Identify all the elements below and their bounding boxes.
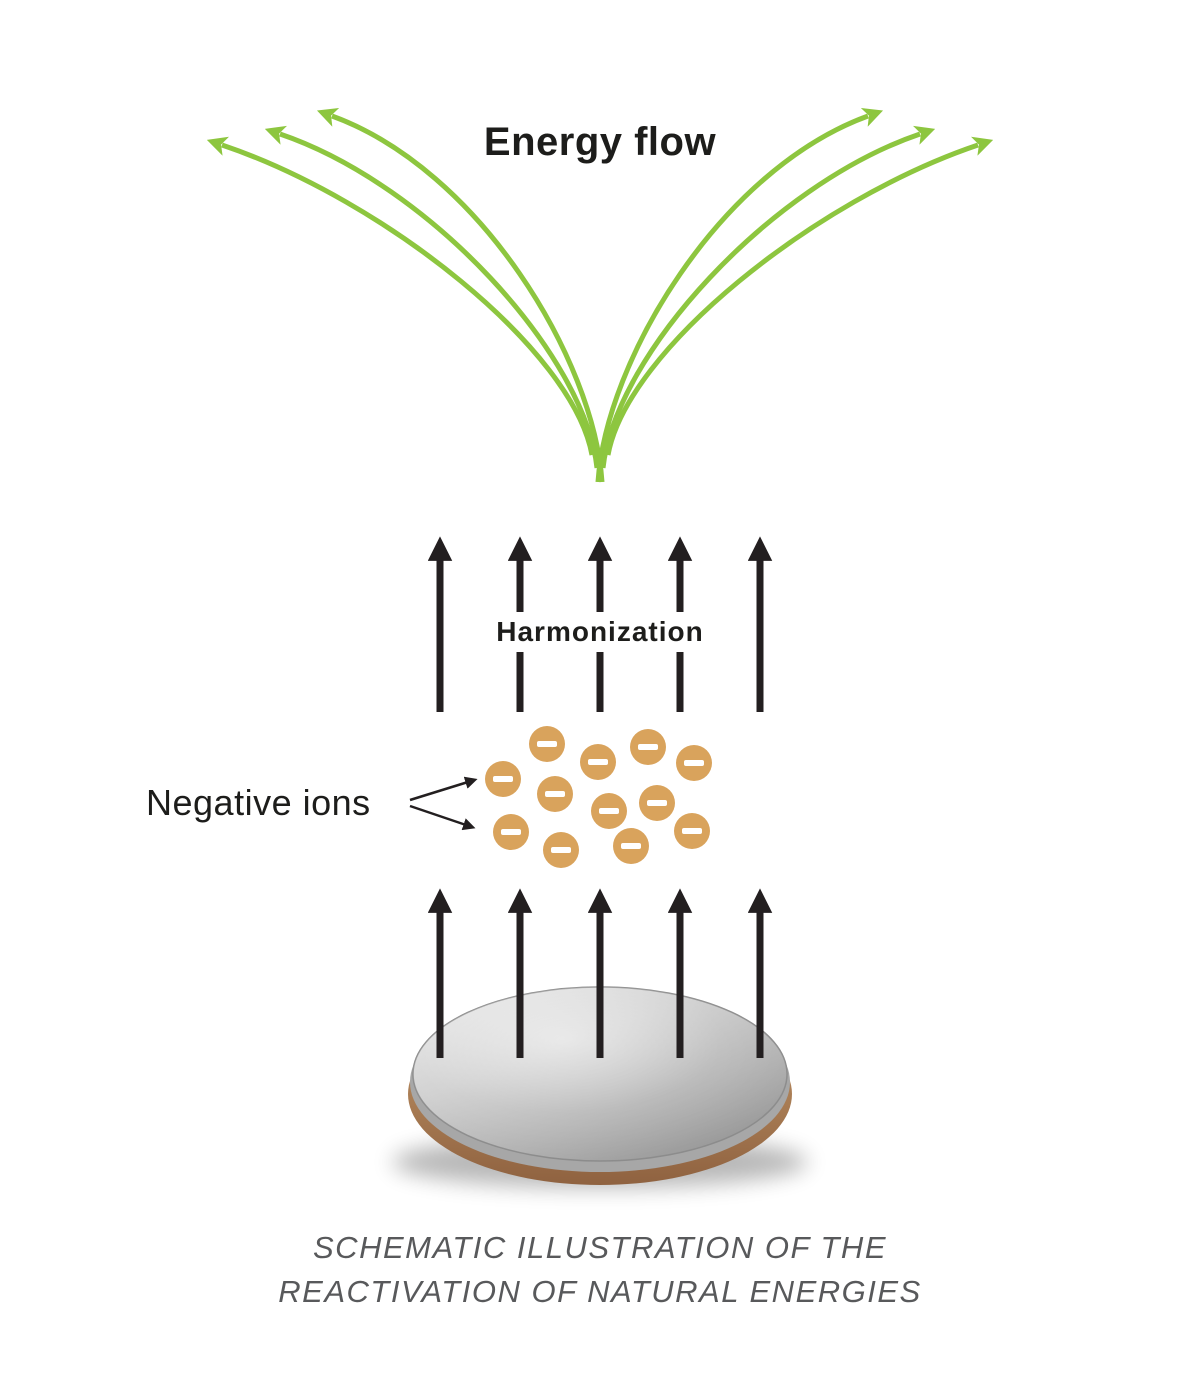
lower-harmonization-arrows bbox=[427, 888, 773, 1058]
energy-flow-curves bbox=[206, 107, 994, 483]
minus-icon bbox=[501, 829, 521, 835]
minus-icon bbox=[493, 776, 513, 782]
energy-curve bbox=[600, 125, 936, 469]
minus-icon bbox=[647, 800, 667, 806]
negative-ion bbox=[630, 729, 666, 765]
harmonization-label: Harmonization bbox=[482, 612, 718, 652]
negative-ion bbox=[580, 744, 616, 780]
steel-sheen bbox=[413, 987, 787, 1161]
energy-flow-label: Energy flow bbox=[483, 120, 717, 164]
negative-ion bbox=[485, 761, 521, 797]
negative-ion bbox=[591, 793, 627, 829]
negative-ion bbox=[676, 745, 712, 781]
negative-ion bbox=[613, 828, 649, 864]
negative-ion bbox=[537, 776, 573, 812]
minus-icon bbox=[599, 808, 619, 814]
minus-icon bbox=[551, 847, 571, 853]
negative-ion bbox=[493, 814, 529, 850]
negative-ion bbox=[529, 726, 565, 762]
negative-ions-label: Negative ions bbox=[146, 782, 371, 823]
caption-line-2: REACTIVATION OF NATURAL ENERGIES bbox=[278, 1274, 922, 1310]
negative-ion bbox=[543, 832, 579, 868]
pointer-arrow bbox=[409, 804, 476, 831]
energy-curve bbox=[206, 136, 595, 456]
negative-ion bbox=[639, 785, 675, 821]
minus-icon bbox=[537, 741, 557, 747]
energy-curve bbox=[595, 107, 884, 483]
minus-icon bbox=[588, 759, 608, 765]
energy-curve bbox=[316, 107, 605, 483]
harmonizer-disc bbox=[392, 986, 808, 1188]
minus-icon bbox=[545, 791, 565, 797]
minus-icon bbox=[638, 744, 658, 750]
energy-curve bbox=[605, 136, 994, 456]
pointer-arrow bbox=[409, 776, 478, 802]
energy-curve bbox=[264, 125, 600, 469]
caption-line-1: SCHEMATIC ILLUSTRATION OF THE bbox=[313, 1230, 887, 1265]
negative-ion-cluster bbox=[485, 726, 712, 868]
ion-pointer-arrows bbox=[409, 776, 478, 831]
minus-icon bbox=[621, 843, 641, 849]
negative-ion bbox=[674, 813, 710, 849]
minus-icon bbox=[682, 828, 702, 834]
minus-icon bbox=[684, 760, 704, 766]
caption: SCHEMATIC ILLUSTRATION OF THE REACTIVATI… bbox=[0, 1226, 1200, 1314]
